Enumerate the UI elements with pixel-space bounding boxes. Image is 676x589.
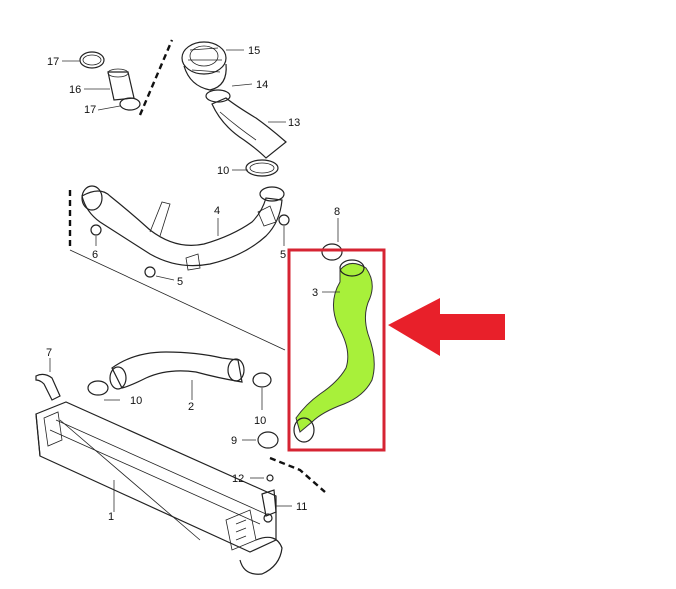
hose-13 [211,97,287,159]
ring-17-bottom [97,97,141,111]
bolt-6 [90,224,102,246]
clamp-17-top [62,51,105,69]
label-10-left: 10 [130,395,142,407]
intercooler-1 [35,401,283,575]
hose-3-body [295,263,375,433]
clamp-9 [242,431,279,449]
bracket-11 [261,489,292,523]
label-11: 11 [296,501,307,513]
label-1: 1 [108,511,114,523]
label-16: 16 [69,84,81,96]
bolt-5-left [144,266,175,281]
clamp-10-right [252,372,272,410]
hose-2 [109,351,245,400]
label-7: 7 [46,347,52,359]
label-9: 9 [231,435,237,447]
label-3: 3 [312,287,318,299]
arrow-left-icon [388,298,505,356]
label-2: 2 [188,401,194,413]
label-4: 4 [214,205,220,217]
label-6: 6 [92,249,98,261]
highlight-box [287,248,386,452]
throttle-body-15 [181,41,244,91]
ring-14 [205,83,253,103]
label-5-right: 5 [280,249,286,261]
label-17-top: 17 [47,56,59,68]
clamp-8 [321,218,343,261]
part-labels: 17 16 17 15 14 13 10 4 6 5 5 8 3 7 10 2 … [46,45,340,523]
label-13: 13 [288,117,300,129]
label-12: 12 [232,473,244,485]
clamp-10-left [87,380,120,401]
connection-lines [59,249,286,541]
label-17-bottom: 17 [84,104,96,116]
clamp-10-top [232,159,279,177]
label-14: 14 [256,79,268,91]
label-10-top: 10 [217,165,229,177]
label-10-right: 10 [254,415,266,427]
bolt-12 [250,474,274,482]
hose-3-highlighted [293,259,375,443]
label-5-left: 5 [177,276,183,288]
assembly-boundary-lines [68,39,326,493]
pipe-4 [81,185,285,271]
sleeve-16 [84,68,135,101]
bolt-5-right [278,214,290,246]
strip-7 [35,358,61,401]
label-8: 8 [334,206,340,218]
label-15: 15 [248,45,260,57]
